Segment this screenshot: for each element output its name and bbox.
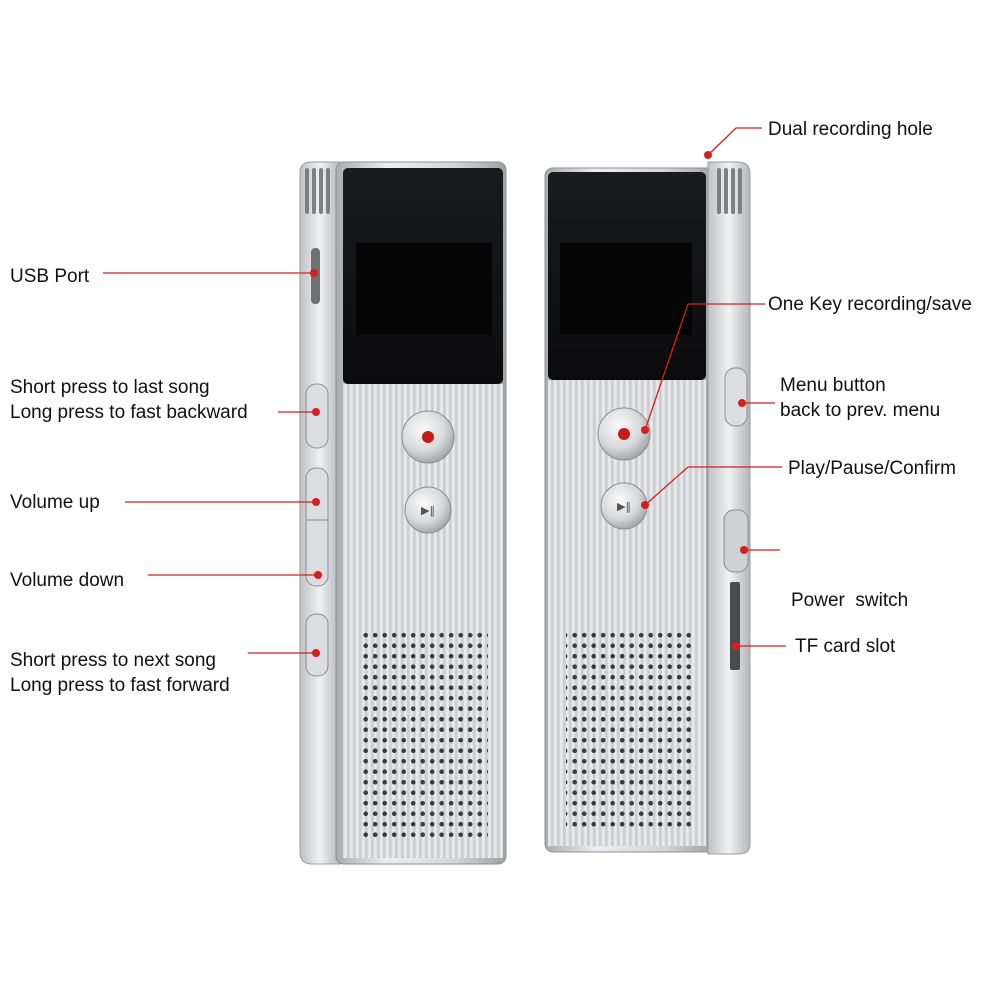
label-tf-card-slot: TF card slot [795, 634, 895, 659]
menu-button-text: Menu button [780, 375, 886, 396]
label-power-switch: Power switch [791, 538, 908, 638]
usb-port-text: USB Port [10, 266, 90, 287]
play-pause-icon: ▶‖ [617, 500, 631, 513]
label-one-key-recording: One Key recording/save [768, 292, 972, 317]
volume-up-text: Volume up [10, 492, 100, 513]
fast-forward-text: Long press to fast forward [10, 675, 230, 696]
left-recorder: ▶‖ [299, 161, 507, 865]
record-dot-icon [618, 428, 630, 440]
label-volume-down: Volume down [10, 568, 124, 593]
prev-menu-text: back to prev. menu [780, 400, 941, 421]
play-pause-icon: ▶‖ [421, 504, 435, 517]
microphone-grille [305, 168, 330, 214]
last-song-text: Short press to last song [10, 377, 210, 398]
volume-down-text: Volume down [10, 570, 125, 591]
menu-button[interactable] [724, 367, 748, 427]
play-pause-text: Play/Pause/Confirm [788, 458, 956, 479]
speaker-grille [362, 632, 488, 838]
label-menu-button: Menu button back to prev. menu [780, 373, 940, 423]
tf-card-slot [730, 582, 740, 670]
right-recorder: ▶‖ [544, 161, 751, 855]
volume-rocker[interactable] [305, 467, 329, 587]
next-button[interactable] [305, 613, 329, 677]
tf-card-slot-text: TF card slot [795, 636, 896, 657]
callout-dots [310, 151, 748, 657]
one-key-recording-text: One Key recording/save [768, 294, 972, 315]
prev-button[interactable] [305, 383, 329, 449]
label-volume-up: Volume up [10, 490, 100, 515]
power-switch[interactable] [723, 509, 749, 573]
speaker-grille [566, 630, 692, 828]
dual-recording-hole-text: Dual recording hole [768, 119, 933, 140]
label-play-pause: Play/Pause/Confirm [788, 456, 956, 481]
callout-lines [103, 127, 786, 654]
record-dot-icon [422, 431, 434, 443]
label-next-song: Short press to next song Long press to f… [10, 648, 230, 698]
label-last-song: Short press to last song Long press to f… [10, 375, 248, 425]
microphone-grille [717, 168, 742, 214]
label-dual-recording-hole: Dual recording hole [768, 117, 933, 142]
fast-backward-text: Long press to fast backward [10, 402, 248, 423]
next-song-text: Short press to next song [10, 650, 216, 671]
play-pause-button[interactable] [404, 486, 452, 534]
label-usb-port: USB Port [10, 264, 89, 289]
power-switch-text: Power switch [791, 590, 909, 611]
